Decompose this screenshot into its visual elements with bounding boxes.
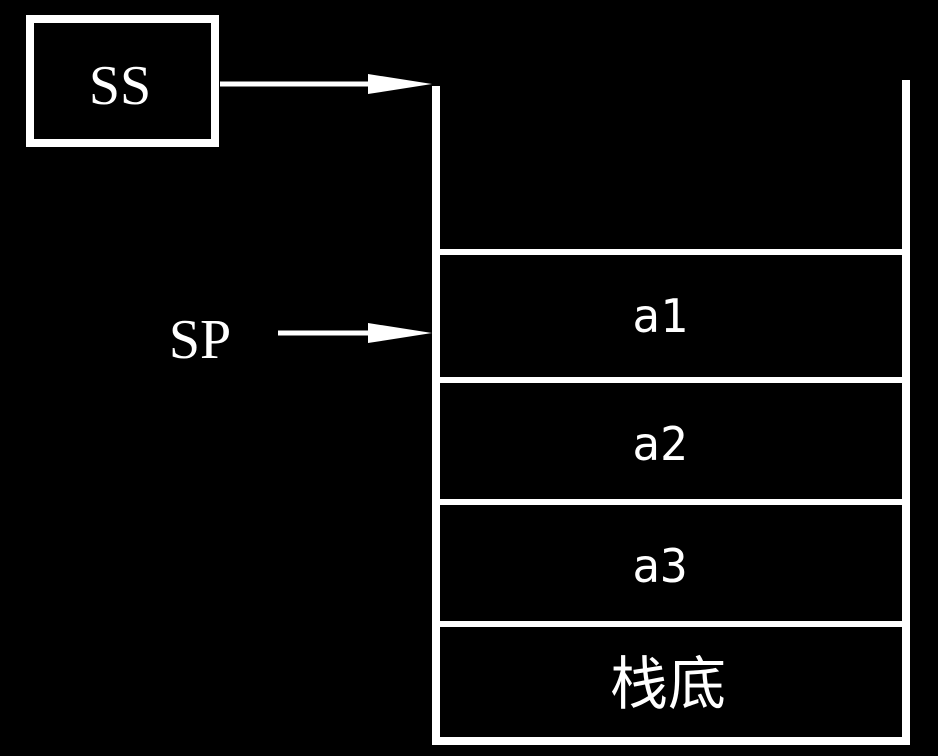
ss-register: SS: [26, 15, 219, 147]
sp-pointer: SP: [169, 309, 432, 371]
stack-cell-a3: a3: [632, 539, 687, 593]
stack-bottom-label: 栈底: [610, 652, 726, 717]
stack-cell-a2: a2: [632, 417, 687, 471]
stack-cell-a1: a1: [632, 289, 687, 343]
sp-arrow: [278, 323, 432, 343]
stack-outline: [432, 80, 910, 745]
sp-register-label: SP: [169, 309, 231, 371]
stack-dividers: [436, 249, 906, 627]
stack-cells: a1 a2 a3 栈底: [610, 289, 726, 717]
ss-register-label: SS: [89, 55, 151, 117]
ss-register-box: [26, 15, 219, 147]
ss-arrow: [220, 74, 432, 94]
